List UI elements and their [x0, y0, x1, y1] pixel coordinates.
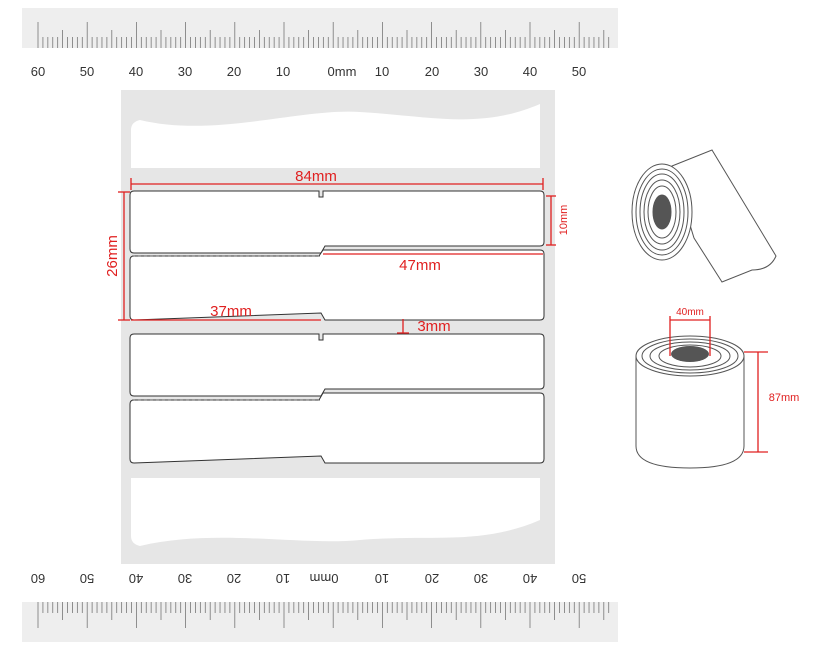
- roll-layer: [649, 341, 731, 371]
- bottom-ruler-label: 30: [474, 571, 488, 586]
- label-roll-unrolling: [631, 149, 777, 283]
- unrolled-strip: [671, 149, 777, 283]
- bottom-ruler-label: 20: [227, 571, 241, 586]
- bottom-ruler-label: 50: [80, 571, 94, 586]
- label-head-section: [129, 392, 545, 464]
- bottom-ruler-label: 10: [276, 571, 290, 586]
- roll-core-dimension-label: 40mm: [676, 307, 704, 318]
- bottom-ruler-zero-label: 0mm: [310, 571, 339, 586]
- top-ruler-label: 10: [375, 64, 389, 79]
- roll-core-hole: [652, 194, 672, 230]
- label-head-section: [129, 249, 545, 321]
- label-tail-section: [129, 190, 545, 254]
- top-ruler-label: 30: [178, 64, 192, 79]
- bottom-ruler-label: 60: [31, 571, 45, 586]
- dimension-marks: [118, 178, 556, 334]
- roll-height-dimension-label: 87mm: [769, 392, 800, 404]
- flag-label-bottom: [129, 333, 545, 464]
- tail-height-dimension-label: 10mm: [558, 205, 570, 236]
- top-ruler-label: 50: [572, 64, 586, 79]
- label-tail-section: [129, 333, 545, 397]
- top-ruler-label: 50: [80, 64, 94, 79]
- bottom-ruler-label: 30: [178, 571, 192, 586]
- head-width-dimension-label: 37mm: [210, 303, 252, 320]
- top-ruler-label: 40: [523, 64, 537, 79]
- bottom-waste-strip: [131, 478, 540, 546]
- tail-width-dimension-label: 47mm: [399, 257, 441, 274]
- roll-body: [635, 355, 745, 469]
- roll-core-hole: [671, 346, 709, 362]
- top-ruler-label: 20: [425, 64, 439, 79]
- top-ruler-ticks: [37, 22, 610, 48]
- width-dimension-label: 84mm: [295, 168, 337, 185]
- top-ruler-labels: 60 50 40 30 20 10 0mm 10 20 30 40 50: [31, 64, 586, 79]
- flag-label-top: [129, 190, 545, 321]
- roll-layer: [658, 344, 722, 368]
- label-roll-front: 40mm 87mm: [635, 307, 800, 469]
- top-ruler-label: 40: [129, 64, 143, 79]
- gap-dimension-label: 3mm: [417, 318, 450, 335]
- bottom-ruler-label: 40: [523, 571, 537, 586]
- top-ruler-label: 10: [276, 64, 290, 79]
- label-sheet: 84mm 26mm 10mm 47mm 37mm 3mm: [104, 90, 570, 564]
- top-ruler: 60 50 40 30 20 10 0mm 10 20 30 40 50: [22, 8, 618, 79]
- bottom-ruler-ticks: [37, 602, 610, 628]
- roll-dimension-marks: [669, 316, 768, 453]
- top-ruler-label: 30: [474, 64, 488, 79]
- top-waste-strip: [131, 104, 540, 168]
- bottom-ruler-label: 40: [129, 571, 143, 586]
- bottom-ruler: 60 50 40 30 20 10 0mm 10 20 30 40 50: [22, 571, 618, 642]
- bottom-ruler-label: 50: [572, 571, 586, 586]
- bottom-ruler-labels: 60 50 40 30 20 10 0mm 10 20 30 40 50: [31, 571, 586, 586]
- bottom-ruler-label: 10: [375, 571, 389, 586]
- top-ruler-zero-label: 0mm: [328, 64, 357, 79]
- top-ruler-label: 20: [227, 64, 241, 79]
- top-ruler-label: 60: [31, 64, 45, 79]
- height-dimension-label: 26mm: [104, 235, 121, 277]
- roll-layer: [641, 338, 739, 374]
- bottom-ruler-label: 20: [425, 571, 439, 586]
